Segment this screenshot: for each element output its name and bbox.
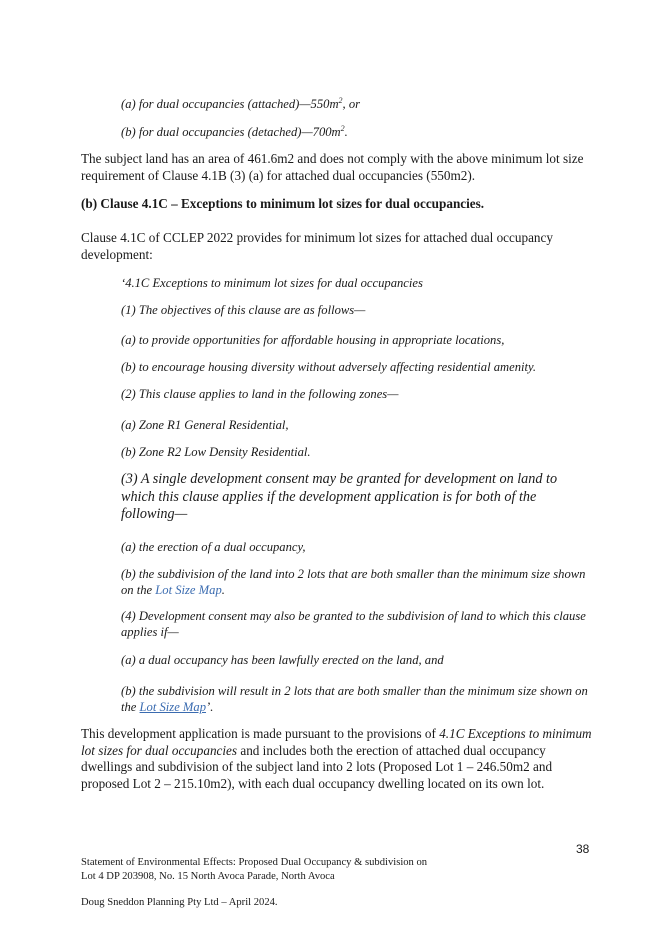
paragraph-clause-intro: Clause 4.1C of CCLEP 2022 provides for m… — [81, 230, 553, 262]
paragraph-land-area: The subject land has an area of 461.6m2 … — [81, 151, 584, 183]
clause-subsection-1: (1) The objectives of this clause are as… — [121, 303, 366, 317]
quote-item-b: (b) for dual occupancies (detached)—700m… — [121, 124, 348, 140]
paragraph-application: This development application is made pur… — [81, 726, 592, 791]
clause-1b: (b) to encourage housing diversity witho… — [121, 360, 537, 374]
clause-subsection-4: (4) Development consent may also be gran… — [121, 609, 586, 639]
lot-size-map-link-underlined[interactable]: Lot Size Map — [139, 700, 207, 714]
clause-2b: (b) Zone R2 Low Density Residential. — [121, 445, 311, 459]
section-heading: (b) Clause 4.1C – Exceptions to minimum … — [81, 196, 485, 211]
clause-1a: (a) to provide opportunities for afforda… — [121, 333, 505, 347]
quote-item-a: (a) for dual occupancies (attached)—550m… — [121, 96, 361, 112]
lot-size-map-link[interactable]: Lot Size Map — [155, 583, 222, 597]
clause-3b: (b) the subdivision of the land into 2 l… — [121, 567, 586, 597]
footer-author: Doug Sneddon Planning Pty Ltd – April 20… — [81, 897, 278, 908]
clause-subsection-3: (3) A single development consent may be … — [121, 471, 558, 522]
clause-title: ‘4.1C Exceptions to minimum lot sizes fo… — [121, 276, 423, 290]
footer-line-1: Statement of Environmental Effects: Prop… — [81, 857, 428, 868]
footer-line-2: Lot 4 DP 203908, No. 15 North Avoca Para… — [81, 871, 335, 882]
clause-subsection-2: (2) This clause applies to land in the f… — [121, 387, 399, 401]
clause-4a: (a) a dual occupancy has been lawfully e… — [121, 653, 444, 667]
page-number: 38 — [576, 842, 590, 856]
clause-4b: (b) the subdivision will result in 2 lot… — [121, 684, 588, 714]
clause-3a: (a) the erection of a dual occupancy, — [121, 540, 306, 554]
clause-2a: (a) Zone R1 General Residential, — [121, 418, 289, 432]
